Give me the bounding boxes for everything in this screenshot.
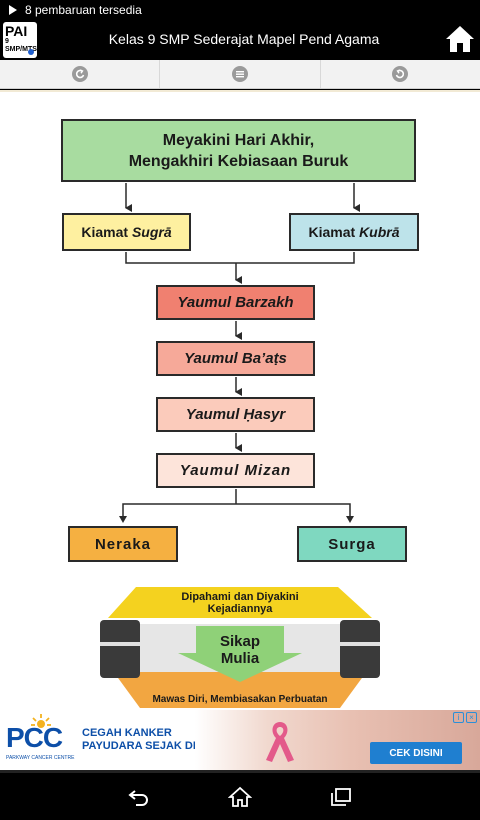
sikap-top-line2: Kejadiannya (207, 603, 273, 615)
kiamat-kubra-prefix: Kiamat (308, 224, 360, 240)
outcome-neraka: Neraka (68, 526, 178, 562)
stage-yaumul-barzakh: Yaumul Barzakh (156, 285, 315, 320)
sikap-bottom-text: Mawas Diri, Membiasakan Perbuatan (152, 694, 328, 705)
sikap-top-text: Dipahami dan Diyakini Kejadiannya (150, 591, 330, 615)
back-arrow-icon (71, 66, 88, 82)
separator (0, 770, 480, 773)
adchoices-icon[interactable]: i × (453, 712, 477, 725)
top-divider (0, 90, 480, 92)
logo-line1: PAI (5, 23, 28, 39)
back-icon (128, 789, 148, 806)
diagram-connectors (100, 183, 380, 708)
notification-text: 8 pembaruan tersedia (25, 3, 142, 17)
kiamat-kubra-italic: Kubrā (359, 224, 400, 240)
ad-info-icon: i (453, 712, 464, 723)
nav-home-button[interactable] (227, 784, 253, 810)
kiamat-kubra-box: Kiamat Kubrā (289, 213, 419, 251)
ad-message-line2: PAYUDARA SEJAK DINI (82, 740, 207, 752)
home-icon (228, 786, 252, 807)
kiamat-sugra-prefix: Kiamat (81, 224, 132, 240)
ad-message: CEGAH KANKER PAYUDARA SEJAK DINI (82, 727, 207, 753)
logo-line2: 9 SMP/MTS (5, 38, 37, 53)
sikap-mid-line2: Mulia (220, 650, 260, 667)
pink-ribbon-icon (266, 722, 294, 762)
ad-brand: PCC (6, 722, 63, 753)
app-title: Kelas 9 SMP Sederajat Mapel Pend Agama (108, 31, 380, 47)
back-page-button[interactable] (0, 60, 161, 88)
nav-recents-button[interactable] (328, 784, 354, 810)
kiamat-sugra-box: Kiamat Sugrā (62, 213, 191, 251)
recents-icon (331, 787, 351, 806)
pcc-sun-logo-icon (31, 714, 51, 728)
toolbar (0, 60, 480, 89)
app-logo: PAI 9 SMP/MTS (3, 22, 37, 58)
main-topic-line2: Mengakhiri Kebiasaan Buruk (128, 152, 349, 170)
sikap-mid-line1: Sikap (219, 633, 261, 650)
nav-back-button[interactable] (126, 784, 152, 810)
next-page-button[interactable] (321, 60, 480, 88)
stage-yaumul-baats: Yaumul Ba’aṭs (156, 341, 315, 376)
status-bar: 8 pembaruan tersedia (0, 0, 480, 20)
stage-yaumul-hasyr: Yaumul Ḥasyr (156, 397, 315, 432)
play-store-notification-icon (9, 5, 17, 15)
ad-cta-button[interactable]: CEK DISINI (370, 742, 462, 764)
stage-yaumul-mizan: Yaumul Mizan (156, 453, 315, 488)
ad-close-icon: × (466, 712, 477, 723)
logo-dot (28, 49, 34, 55)
forward-arrow-icon (392, 66, 409, 82)
menu-button[interactable] (160, 60, 321, 88)
ad-banner[interactable]: PCC PARKWAY CANCER CENTRE CEGAH KANKER P… (0, 710, 480, 770)
home-icon (446, 26, 474, 52)
home-button[interactable] (444, 23, 476, 55)
sikap-mulia-label: Sikap Mulia (200, 633, 280, 667)
main-topic-box: Meyakini Hari Akhir, Mengakhiri Kebiasaa… (61, 119, 416, 182)
app-bar: PAI 9 SMP/MTS Kelas 9 SMP Sederajat Mape… (0, 20, 480, 60)
main-topic-line1: Meyakini Hari Akhir, (162, 131, 315, 149)
content-area[interactable]: Meyakini Hari Akhir, Mengakhiri Kebiasaa… (0, 90, 480, 710)
system-nav-bar (0, 773, 480, 820)
outcome-surga: Surga (297, 526, 407, 562)
kiamat-sugra-italic: Sugrā (131, 224, 172, 240)
ad-brand-sub: PARKWAY CANCER CENTRE (6, 755, 75, 761)
list-icon (231, 66, 248, 82)
ad-message-line1: CEGAH KANKER (82, 727, 172, 739)
sikap-top-line1: Dipahami dan Diyakini (181, 591, 299, 603)
